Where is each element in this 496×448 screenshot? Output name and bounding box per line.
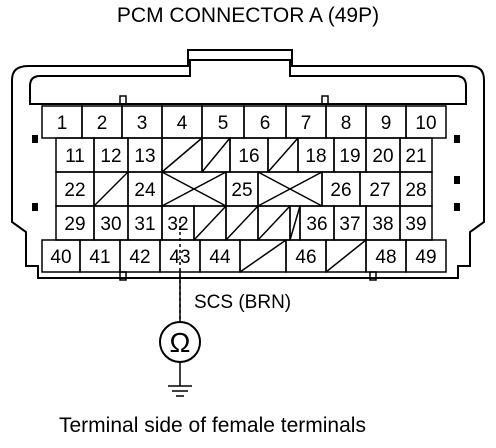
- caption-text: Terminal side of female terminals: [59, 414, 366, 437]
- terminal-label: 41: [89, 247, 110, 268]
- unused-cell-slash: [193, 205, 227, 241]
- unused-cell-slash: [225, 205, 259, 241]
- terminal-label: 49: [415, 247, 436, 268]
- terminal-label: 3: [137, 113, 148, 134]
- terminal-label: 18: [305, 146, 326, 167]
- terminal-label: 26: [330, 180, 351, 201]
- terminal-label: 13: [134, 146, 155, 167]
- terminal-label: 46: [295, 247, 316, 268]
- terminal-label: 19: [339, 146, 360, 167]
- unused-cell-slash: [325, 239, 367, 273]
- blocked-cell-cross: [161, 171, 227, 207]
- terminal-label: 6: [260, 113, 271, 134]
- meter-probe: SCS (BRN)Ω: [159, 220, 291, 397]
- terminal-label: 21: [405, 146, 426, 167]
- terminal-label: 32: [167, 214, 188, 235]
- terminal-label: 36: [306, 214, 327, 235]
- unused-cell-slash: [201, 137, 231, 173]
- terminal-label: 2: [97, 113, 108, 134]
- terminal-label: 40: [50, 247, 71, 268]
- connector-housing: [11, 49, 485, 279]
- unused-cell-slash: [267, 137, 299, 173]
- wire-label: SCS (BRN): [194, 292, 291, 313]
- ohm-symbol: Ω: [170, 327, 191, 358]
- unused-cell-slash: [161, 137, 203, 173]
- terminal-label: 1: [57, 113, 68, 134]
- unused-cell-slash: [257, 205, 291, 241]
- terminal-label: 42: [129, 247, 150, 268]
- terminal-label: 31: [134, 214, 155, 235]
- terminal-label: 29: [64, 214, 85, 235]
- terminal-label: 11: [65, 146, 85, 167]
- terminal-label: 7: [301, 113, 312, 134]
- terminal-label: 24: [134, 180, 156, 201]
- terminal-label: 30: [100, 214, 121, 235]
- unused-cell-slash: [93, 171, 129, 207]
- terminal-label: 27: [369, 180, 390, 201]
- terminal-label: 12: [100, 146, 121, 167]
- terminal-cell: [405, 239, 447, 273]
- terminal-label: 39: [405, 214, 426, 235]
- terminal-label: 28: [405, 180, 426, 201]
- unused-cell-slash: [289, 205, 301, 241]
- terminal-label: 4: [177, 113, 188, 134]
- terminal-label: 16: [238, 146, 259, 167]
- terminal-label: 44: [209, 247, 231, 268]
- terminal-label: 25: [231, 180, 252, 201]
- terminal-label: 37: [339, 214, 360, 235]
- terminal-label: 8: [341, 113, 352, 134]
- blocked-cell-cross: [257, 171, 323, 207]
- terminal-label: 10: [415, 113, 436, 134]
- terminal-label: 5: [218, 113, 229, 134]
- terminal-label: 38: [372, 214, 393, 235]
- terminal-label: 22: [64, 180, 85, 201]
- terminal-label: 48: [375, 247, 396, 268]
- unused-cell-slash: [239, 239, 287, 273]
- connector-title: PCM CONNECTOR A (49P): [116, 4, 380, 27]
- terminal-label: 9: [381, 113, 392, 134]
- terminal-label: 20: [372, 146, 393, 167]
